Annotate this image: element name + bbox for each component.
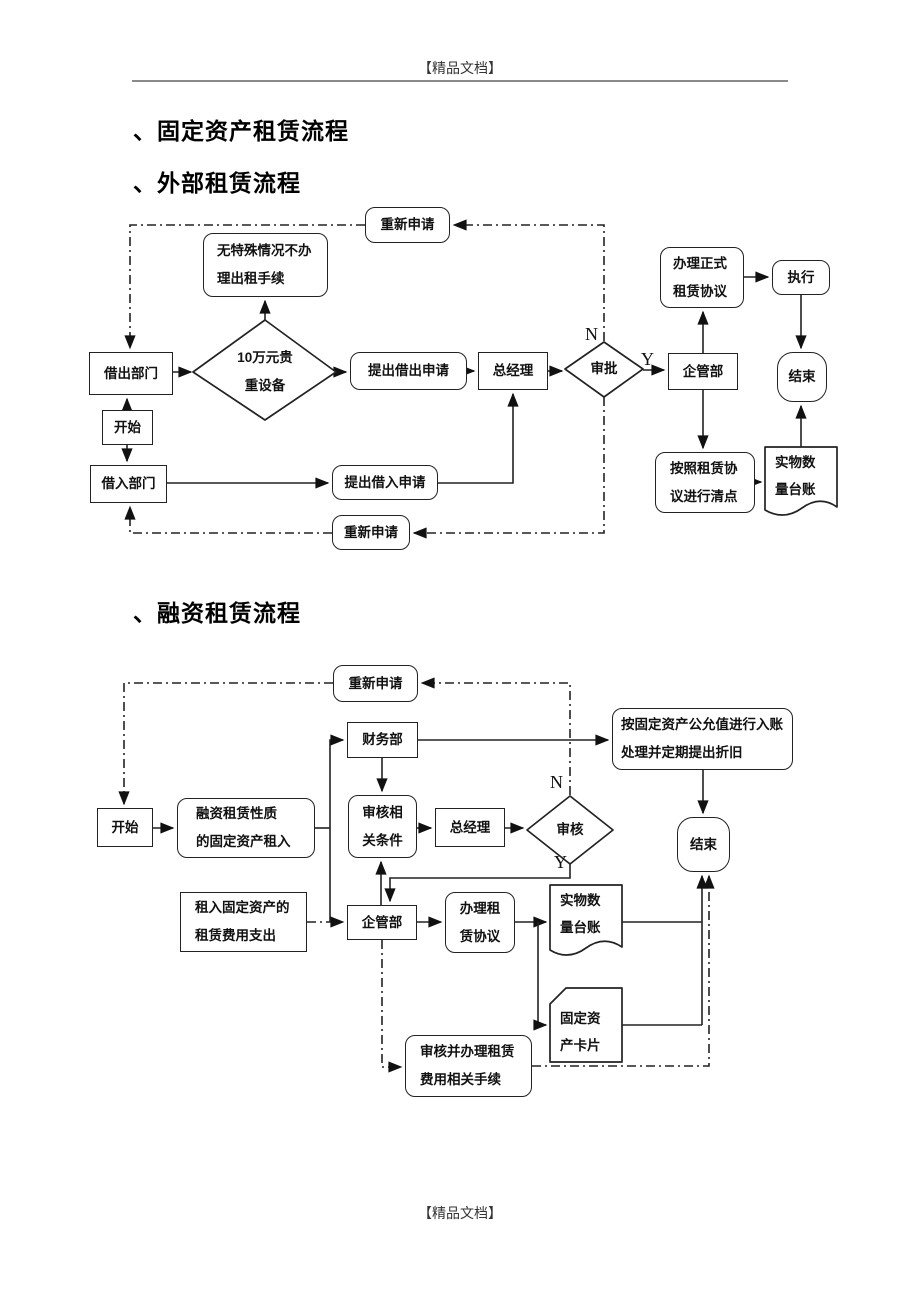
flow1-solid-connectors [121,271,807,489]
connector [533,922,548,1031]
node-approve-label: 审批 [590,361,618,377]
decision-diamond-valuable-equipment [192,319,337,421]
node-general-manager: 总经理 [478,352,548,390]
document-shape-ledger [764,446,838,516]
reject-loop-top [452,219,605,341]
node-lease-agreement: 办理租 赁协议 [445,892,515,953]
page-header: 【精品文档】 [418,62,502,77]
node-execute: 执行 [772,260,830,295]
connector [438,392,519,484]
reject-loop-bottom [412,397,605,539]
fee-review-link [381,940,403,1073]
node-borrow-dept: 借入部门 [90,465,167,503]
node-count-per-agreement: 按照租赁协 议进行清点 [655,452,755,513]
node-no-special-case: 无特殊情况不办 理出租手续 [203,233,328,297]
node-renew-bottom: 重新申请 [332,515,410,550]
node-physical-ledger-label: 实物数 量台账 [775,455,816,497]
connector [329,734,345,922]
node-asset-card-label: 固定资 产卡片 [560,1011,601,1053]
branch-label-yes: Y [641,349,654,369]
node-finance-dept: 财务部 [347,722,418,758]
reject-loop-top-return [124,224,365,350]
reject-loop-return [118,682,333,806]
fee-review-to-end [532,874,715,1067]
title-finance: 、融资租赁流程 [133,600,301,626]
node-physical-ledger-label: 实物数 量台账 [560,893,601,935]
flow1-dashdot-connectors [124,219,605,539]
node-start: 开始 [97,808,153,847]
node-general-manager: 总经理 [435,808,505,847]
decision-diamond-review [526,795,614,865]
connector-yes-branch [384,864,571,903]
flow2-solid-connectors [153,734,709,1031]
node-lend-dept: 借出部门 [89,352,173,395]
branch-label-no: N [550,772,563,792]
card-shape-asset-card [549,987,623,1063]
node-enterprise-dept: 企管部 [668,353,738,390]
branch-label-yes: Y [554,852,567,872]
node-review-fee: 审核并办理租赁 费用相关手续 [405,1035,532,1097]
node-submit-lend-request: 提出借出申请 [350,352,467,390]
node-start: 开始 [102,410,153,445]
node-enterprise-dept: 企管部 [347,905,417,940]
reject-loop-bottom-return [124,505,332,534]
flow2-dashdot-connectors [118,677,715,1073]
reject-loop [420,677,571,795]
node-fair-value-entry: 按固定资产公允值进行入账 处理并定期提出折旧 [612,708,793,770]
title-external: 、外部租赁流程 [133,170,301,196]
page-footer: 【精品文档】 [418,1207,502,1222]
title-main: 、固定资产租赁流程 [133,118,349,144]
node-end: 结束 [677,817,730,872]
node-renew: 重新申请 [333,665,418,702]
node-end: 结束 [777,352,827,402]
node-finance-lease-nature: 融资租赁性质 的固定资产租入 [177,798,315,858]
flow1-shapes [192,319,838,516]
node-formal-agreement: 办理正式 租赁协议 [660,247,744,308]
decision-diamond-approve [564,341,644,398]
node-valuable-equipment-label: 10万元贵 重设备 [237,350,293,393]
node-renew-top: 重新申请 [365,207,450,243]
header-rule [132,80,788,82]
node-submit-borrow-request: 提出借入申请 [332,465,438,500]
node-review-conditions: 审核相 关条件 [348,795,417,858]
node-rent-expense: 租入固定资产的 租赁费用支出 [180,892,307,952]
flow2-shapes [526,795,623,1063]
branch-label-no: N [585,324,598,344]
document-shape-ledger [549,884,623,956]
node-review-label: 审核 [556,822,584,838]
